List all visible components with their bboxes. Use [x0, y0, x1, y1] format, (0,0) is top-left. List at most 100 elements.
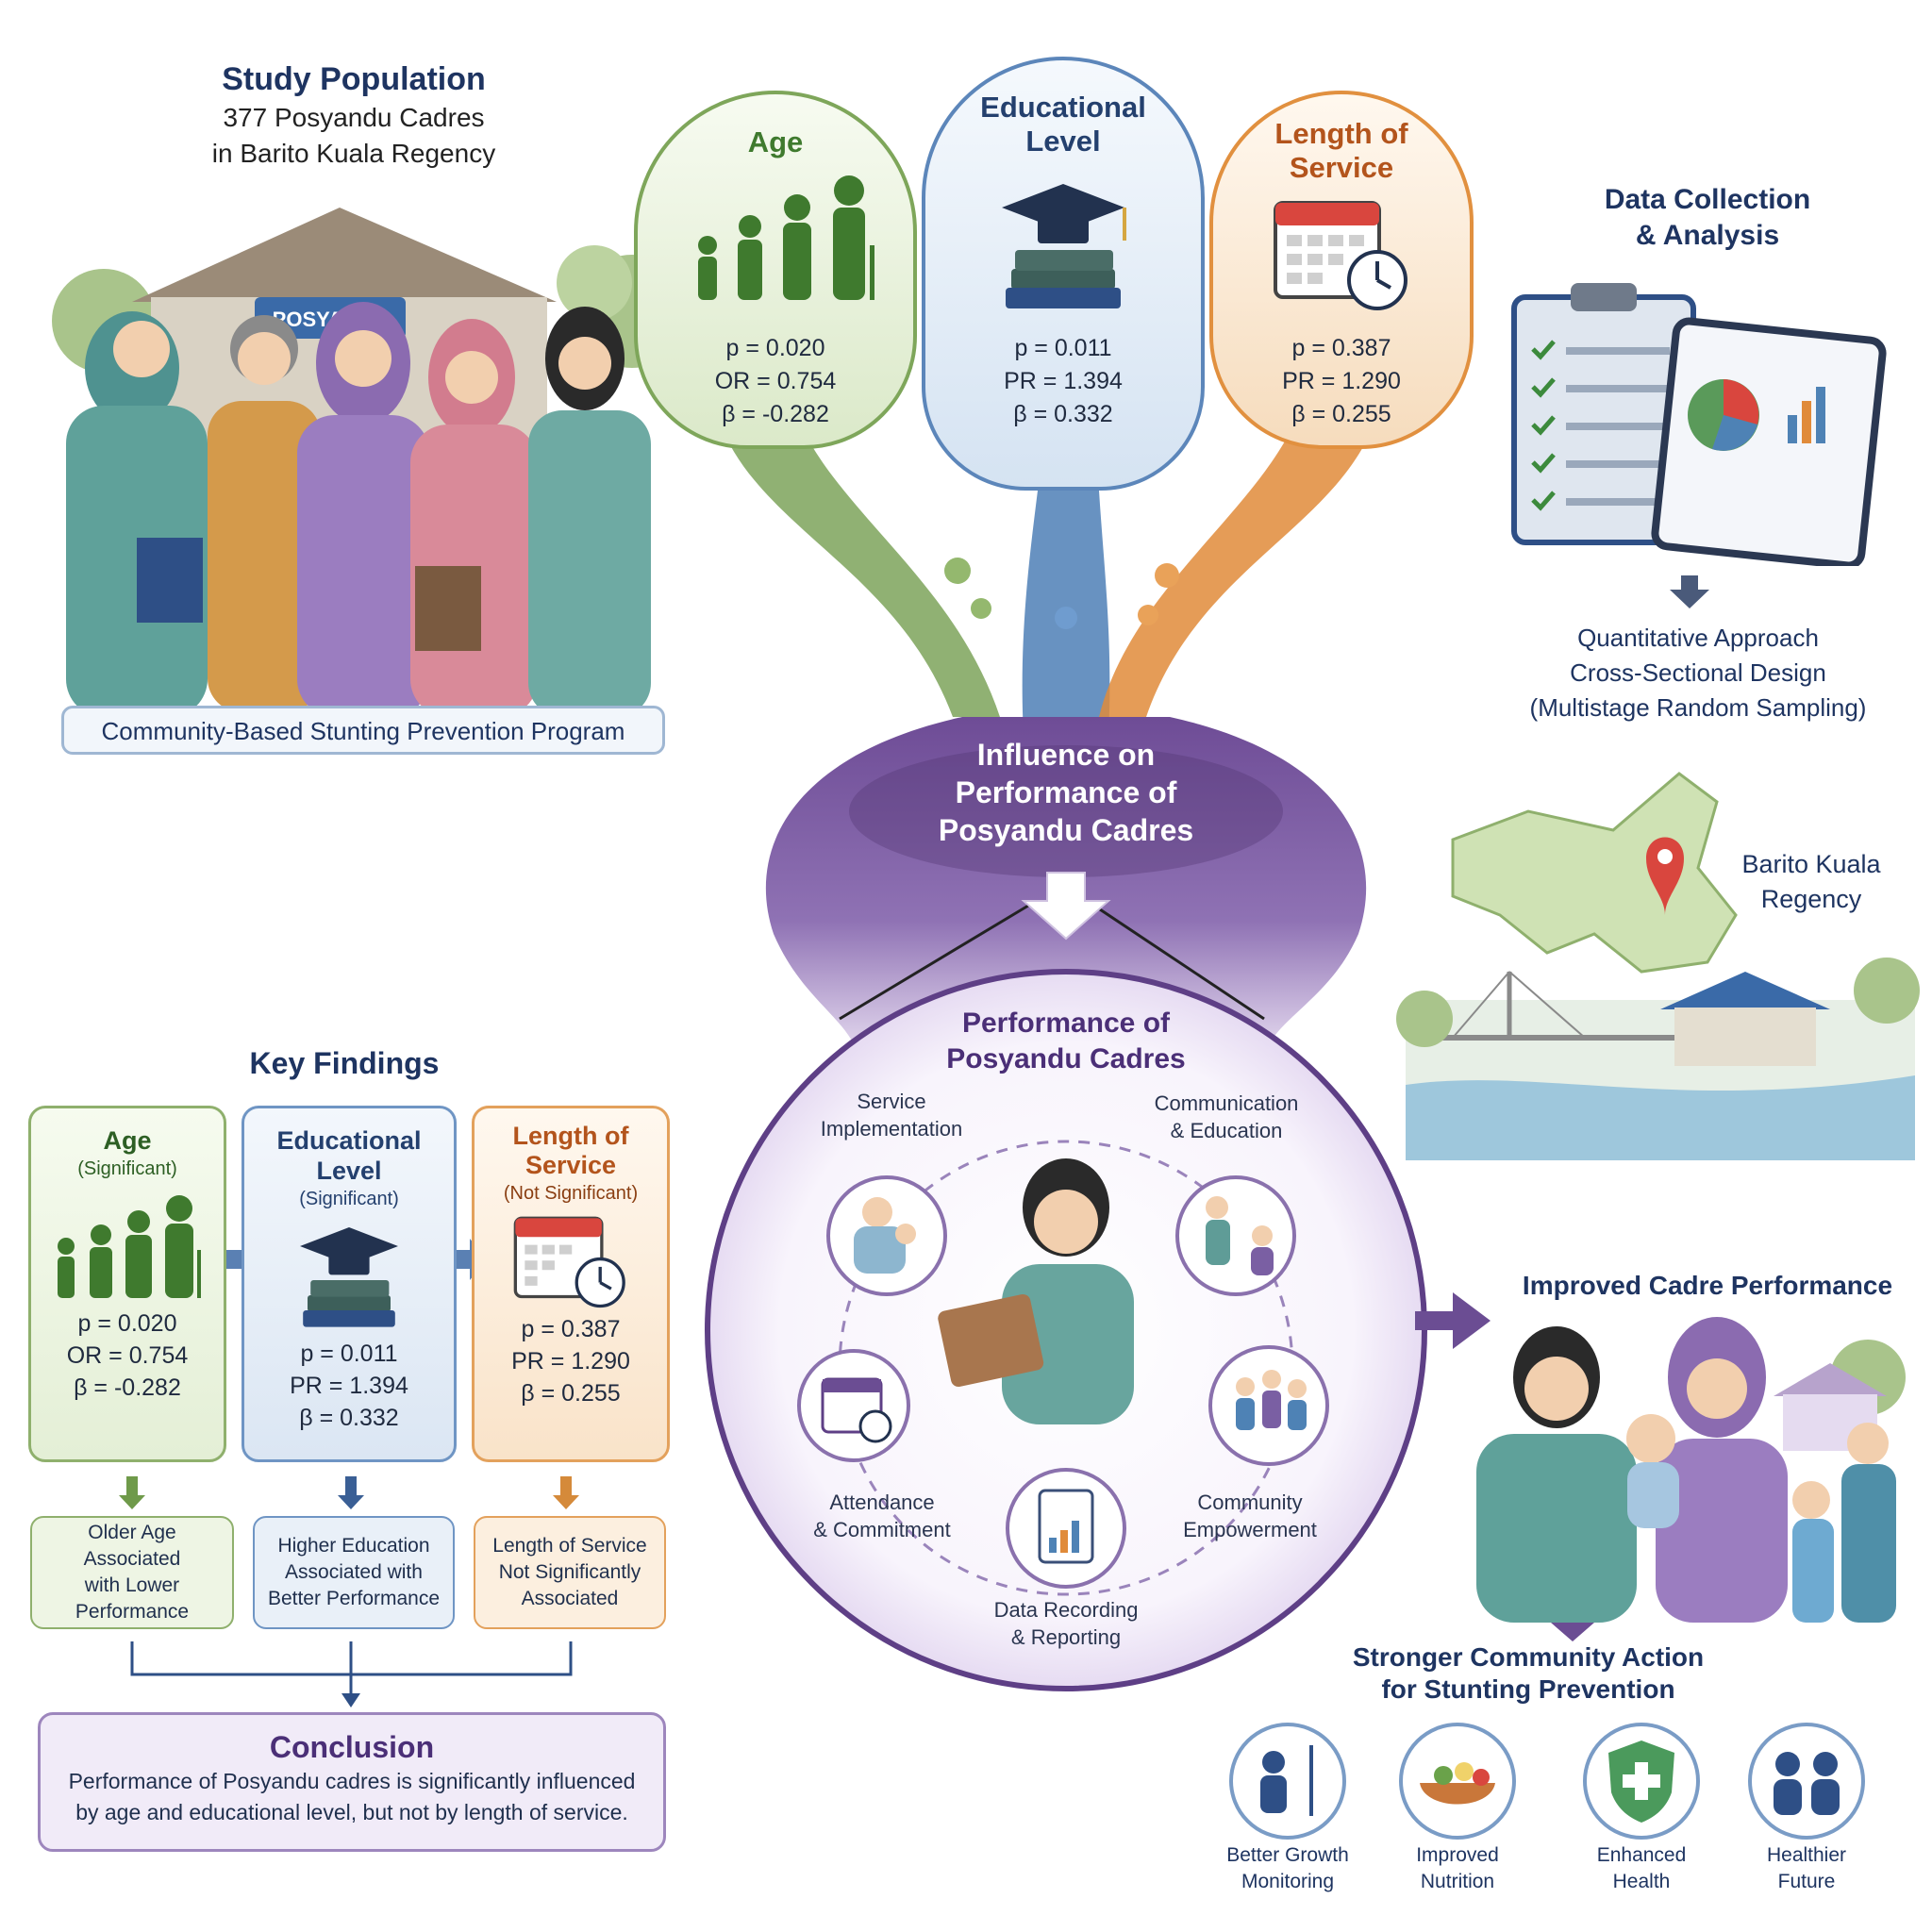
- finding-service-title: Length of Service: [475, 1122, 667, 1180]
- outcome-health-line1: Enhanced: [1596, 1844, 1687, 1866]
- cadre-figure: [1476, 1326, 1637, 1623]
- map-label-line1: Barito Kuala: [1741, 850, 1881, 878]
- mother-figure: [1656, 1317, 1788, 1623]
- finding-education-card: Educational Level (Significant) p = 0.01…: [242, 1106, 457, 1462]
- result-service-line1: Length of Service: [492, 1535, 647, 1557]
- program-label: Community-Based Stunting Prevention Prog…: [61, 706, 665, 755]
- influence-label: Influence on Performance of Posyandu Cad…: [877, 736, 1255, 849]
- cadre-2: [208, 315, 321, 712]
- outcome-nutrition-line1: Improved: [1416, 1844, 1499, 1866]
- finding-education-pr: PR = 1.394: [290, 1373, 408, 1399]
- result-age: Older Age Associated with Lower Performa…: [30, 1516, 234, 1629]
- service-lobe-beta: β = 0.255: [1291, 401, 1391, 427]
- cadre-1: [66, 311, 208, 717]
- finding-service-title-line1: Length of: [512, 1122, 629, 1150]
- finding-age-people-icon: [58, 1195, 201, 1298]
- location-pin-icon: [1646, 837, 1684, 915]
- community-action-title-line1: Stronger Community Action: [1352, 1642, 1705, 1672]
- finding-service-sub: (Not Significant): [503, 1183, 639, 1204]
- education-lobe-title-line1: Educational: [980, 91, 1146, 124]
- result-service-line2: Not Significantly: [498, 1561, 641, 1583]
- service-lobe-p: p = 0.387: [1291, 335, 1391, 361]
- education-lobe-title: Educational Level: [922, 91, 1205, 158]
- cadre-with-clipboard: [938, 1158, 1134, 1424]
- community-action-title: Stronger Community Action for Stunting P…: [1302, 1641, 1755, 1706]
- education-lobe-title-line2: Level: [1025, 125, 1101, 158]
- outcome-icons: [1229, 1723, 1865, 1840]
- service-lobe-title-line2: Service: [1289, 151, 1394, 184]
- clipboard-tablet-icon: [1511, 283, 1887, 566]
- performance-title-line1: Performance of: [961, 1008, 1171, 1039]
- result-education-line2: Associated with: [285, 1561, 423, 1583]
- finding-service-pr: PR = 1.290: [511, 1348, 630, 1374]
- finding-age-title: Age: [103, 1126, 152, 1155]
- conclusion-line2: by age and educational level, but not by…: [75, 1800, 628, 1824]
- perf-communication-label-line2: & Education: [1170, 1119, 1283, 1142]
- age-lobe-stats: p = 0.020 OR = 0.754 β = -0.282: [634, 332, 917, 431]
- perf-attendance-label-line1: Attendance: [829, 1491, 935, 1514]
- teaching-icon: [1175, 1175, 1296, 1296]
- study-population-section: Study Population 377 Posyandu Cadres in …: [85, 58, 623, 172]
- outcome-health-line2: Health: [1612, 1871, 1671, 1892]
- community-action-title-line2: for Stunting Prevention: [1381, 1674, 1675, 1704]
- outcome-future-line2: Future: [1777, 1871, 1836, 1892]
- growth-chart-icon: [1229, 1723, 1346, 1840]
- perf-service-label-line1: Service: [857, 1090, 926, 1113]
- result-service: Length of Service Not Significantly Asso…: [474, 1516, 666, 1629]
- data-collection-title-line2: & Analysis: [1635, 220, 1780, 251]
- service-lobe-pr: PR = 1.290: [1282, 368, 1401, 394]
- finding-calendar-clock-icon: [513, 1216, 625, 1308]
- finding-service-beta: β = 0.255: [521, 1380, 621, 1407]
- education-lobe-beta: β = 0.332: [1013, 401, 1113, 427]
- result-education: Higher Education Associated with Better …: [253, 1516, 455, 1629]
- cadre-4: [410, 319, 538, 717]
- approach-line1: Quantitative Approach: [1577, 624, 1819, 652]
- result-age-line1: Older Age Associated: [83, 1522, 181, 1570]
- finding-education-title: Educational Level: [276, 1126, 422, 1185]
- improved-title: Improved Cadre Performance: [1522, 1271, 1893, 1300]
- influence-line1: Influence on: [976, 738, 1156, 772]
- perf-communication-label-line1: Communication: [1154, 1091, 1299, 1115]
- service-lobe-title: Length of Service: [1209, 117, 1474, 185]
- finding-graduation-books-icon: [300, 1227, 398, 1327]
- age-lobe-beta: β = -0.282: [722, 401, 829, 427]
- age-lobe-title: Age: [747, 125, 804, 158]
- study-population-location: in Barito Kuala Regency: [211, 139, 496, 168]
- outcome-future-label: Healthier Future: [1726, 1842, 1887, 1895]
- mother-baby-icon: [826, 1175, 947, 1296]
- study-population-title: Study Population: [222, 61, 486, 97]
- perf-community-label-line2: Empowerment: [1183, 1518, 1317, 1541]
- outcome-growth-line2: Monitoring: [1241, 1871, 1335, 1892]
- result-service-line3: Associated: [521, 1588, 619, 1609]
- service-lobe-stats: p = 0.387 PR = 1.290 β = 0.255: [1209, 332, 1474, 431]
- graduation-books-icon: [1002, 184, 1126, 308]
- result-education-line1: Higher Education: [277, 1535, 430, 1557]
- calendar-clock-icon: [1274, 201, 1407, 310]
- cadre-5: [528, 307, 651, 717]
- performance-icons: [797, 1158, 1329, 1589]
- children-figures: [1792, 1423, 1896, 1623]
- cadre-3: [297, 302, 429, 717]
- data-collection-title: Data Collection & Analysis: [1528, 182, 1887, 254]
- finding-service-card: Length of Service (Not Significant) p = …: [472, 1106, 670, 1462]
- influence-line3: Posyandu Cadres: [938, 813, 1194, 847]
- result-age-line2: with Lower: [84, 1574, 180, 1596]
- perf-service-label-line2: Implementation: [820, 1117, 963, 1141]
- finding-service-title-line2: Service: [525, 1151, 617, 1179]
- report-clipboard-icon: [1006, 1468, 1126, 1589]
- perf-data-label: Data Recording & Reporting: [962, 1596, 1170, 1651]
- finding-age-sub: (Significant): [77, 1158, 177, 1179]
- education-lobe-p: p = 0.011: [1014, 335, 1112, 361]
- orange-stream: [1099, 406, 1377, 717]
- finding-age-p: p = 0.020: [77, 1310, 177, 1337]
- education-lobe-pr: PR = 1.394: [1004, 368, 1123, 394]
- posyandu-illustration: POSYANDU: [52, 208, 689, 717]
- perf-community-label-line1: Community: [1197, 1491, 1303, 1514]
- finding-education-sub: (Significant): [299, 1189, 399, 1209]
- green-stream: [717, 406, 1000, 717]
- outcome-future-line1: Healthier: [1766, 1844, 1847, 1866]
- data-collection-title-line1: Data Collection: [1604, 184, 1811, 215]
- influence-line2: Performance of: [955, 775, 1177, 809]
- health-shield-icon: [1583, 1723, 1700, 1840]
- approach-text: Quantitative Approach Cross-Sectional De…: [1500, 621, 1896, 725]
